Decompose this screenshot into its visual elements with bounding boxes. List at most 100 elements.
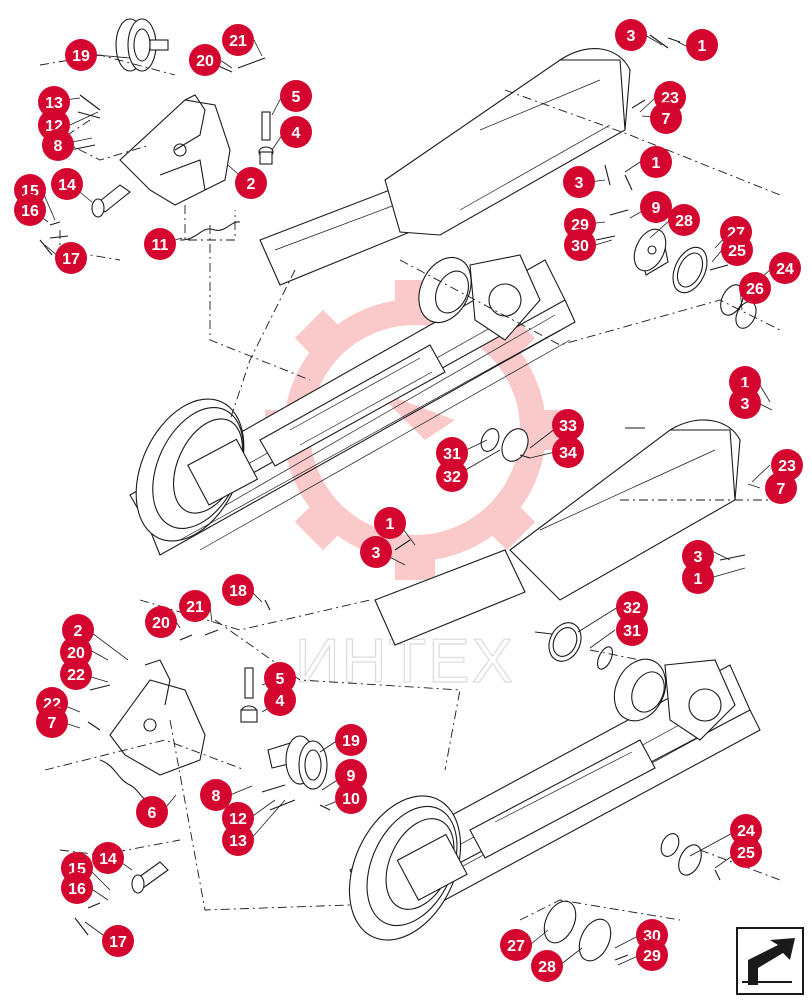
callout-31: 31 [616,614,648,646]
callout-34: 34 [552,436,584,468]
callout-1: 1 [374,507,406,539]
callout-circle [61,872,93,904]
callout-label: 3 [694,549,703,566]
callout-28: 28 [531,950,563,982]
callout-circle [729,387,761,419]
callout-label: 12 [229,811,247,828]
callout-circle [436,437,468,469]
callout-8: 8 [200,779,232,811]
callout-circle [92,842,124,874]
callout-circle [60,636,92,668]
callout-circle [765,472,797,504]
callout-26: 26 [739,272,771,304]
callout-9: 9 [335,759,367,791]
callout-circle [335,782,367,814]
callout-circle [436,460,468,492]
next-page-arrow-icon [742,938,795,985]
callout-label: 13 [229,833,247,850]
callout-8: 8 [42,129,74,161]
callout-24: 24 [769,252,801,284]
callout-circle [36,706,68,738]
callout-16: 16 [61,872,93,904]
callout-label: 5 [292,89,301,106]
callout-label: 1 [741,375,750,392]
callout-circle [721,234,753,266]
callout-circle [616,614,648,646]
callout-3: 3 [360,536,392,568]
callout-1: 1 [682,562,714,594]
callout-label: 23 [778,458,796,475]
lower-bracket-parts [74,599,331,936]
callout-label: 25 [728,243,746,260]
callout-1: 1 [686,29,718,61]
callout-circle [552,409,584,441]
lower-track-frame [348,419,761,941]
callout-16: 16 [14,194,46,226]
callout-circle [531,950,563,982]
callout-circle [65,39,97,71]
callout-circle [360,536,392,568]
callout-20: 20 [60,636,92,668]
callout-3: 3 [682,540,714,572]
callout-2: 2 [235,167,267,199]
lower-right-parts [394,427,746,962]
callout-label: 8 [212,788,221,805]
callout-30: 30 [564,229,596,261]
callout-5: 5 [264,662,296,694]
callout-label: 33 [559,418,577,435]
callout-circle [730,814,762,846]
callout-circle [51,168,83,200]
callout-5: 5 [280,80,312,112]
callout-25: 25 [721,234,753,266]
callout-label: 27 [507,938,525,955]
callout-label: 30 [571,238,589,255]
callout-17: 17 [102,925,134,957]
callout-25: 25 [730,836,762,868]
next-page-button[interactable] [736,927,804,995]
upper-bracket-parts [39,18,274,256]
callout-4: 4 [264,684,296,716]
callout-label: 4 [292,125,301,142]
callout-24: 24 [730,814,762,846]
callout-label: 32 [623,600,641,617]
callout-circle [189,44,221,76]
callout-7: 7 [650,102,682,134]
callout-circle [564,229,596,261]
callout-label: 9 [347,768,356,785]
callout-label: 31 [443,446,461,463]
callout-circle [102,925,134,957]
callout-circle [769,252,801,284]
callout-circle [200,779,232,811]
callout-label: 17 [109,934,127,951]
callout-9: 9 [640,191,672,223]
callout-circle [686,29,718,61]
callout-label: 7 [662,111,671,128]
callout-label: 26 [746,281,764,298]
upper-right-parts [595,34,757,329]
callout-33: 33 [552,409,584,441]
callout-32: 32 [436,460,468,492]
callout-circle [552,436,584,468]
callout-label: 32 [443,469,461,486]
callout-label: 20 [67,645,85,662]
callout-7: 7 [765,472,797,504]
callout-17: 17 [55,242,87,274]
callout-circle [38,86,70,118]
callout-circle [500,929,532,961]
callout-label: 25 [737,845,755,862]
callout-label: 2 [74,623,83,640]
callout-label: 29 [643,948,661,965]
callout-21: 21 [222,24,254,56]
callout-13: 13 [38,86,70,118]
callout-10: 10 [335,782,367,814]
callout-circle [264,684,296,716]
callout-label: 31 [623,623,641,640]
callout-circle [335,724,367,756]
callout-circle [264,662,296,694]
callout-label: 11 [152,237,169,254]
callout-label: 21 [229,33,247,50]
callout-circle [636,939,668,971]
callout-label: 5 [276,671,285,688]
